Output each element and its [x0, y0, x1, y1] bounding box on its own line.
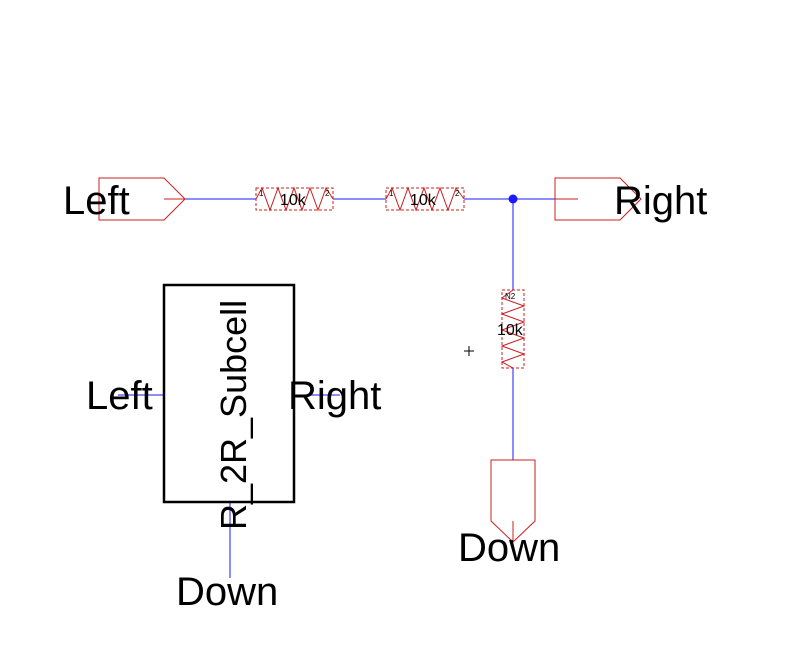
subcell-symbol[interactable]: R_2R_Subcell Left Right Down [86, 283, 381, 614]
resistor-r2-pin1: 1 [389, 189, 394, 198]
resistor-r1[interactable]: 1 2 10k [255, 186, 334, 212]
symbol-body [162, 283, 296, 504]
port-down[interactable]: Down [458, 459, 560, 570]
port-left-label: Left [63, 179, 130, 223]
port-left[interactable]: Left [63, 177, 186, 223]
symbol-pin-left-label: Left [86, 374, 153, 418]
resistor-r3-value: 10k [497, 322, 524, 339]
resistor-r3-pin-label: N2 [505, 292, 516, 301]
wire-junction-dot[interactable] [508, 194, 518, 204]
wires [185, 194, 578, 460]
port-right-shape [554, 177, 642, 221]
symbol-pin-down-label: Down [176, 570, 278, 614]
resistor-r2-pin2: 2 [455, 189, 460, 198]
port-down-shape [490, 459, 536, 543]
symbol-name: R_2R_Subcell [213, 300, 254, 530]
port-right-label: Right [614, 179, 707, 223]
origin-crosshair-icon [464, 346, 474, 356]
port-down-label: Down [458, 526, 560, 570]
resistor-r3[interactable]: N2 10k [497, 289, 526, 369]
symbol-pin-right-label: Right [288, 374, 381, 418]
resistor-r1-zigzag-icon [255, 186, 334, 212]
resistor-r2[interactable]: 1 2 10k [385, 186, 465, 212]
port-left-shape [98, 177, 186, 221]
resistor-r3-zigzag-icon [500, 289, 526, 369]
resistor-r2-value: 10k [410, 192, 437, 209]
port-right[interactable]: Right [554, 177, 707, 223]
resistor-r2-zigzag-icon [385, 186, 465, 212]
resistor-r1-pin1: 1 [259, 189, 264, 198]
resistor-r1-pin2: 2 [325, 189, 330, 198]
resistor-r1-value: 10k [280, 192, 307, 209]
